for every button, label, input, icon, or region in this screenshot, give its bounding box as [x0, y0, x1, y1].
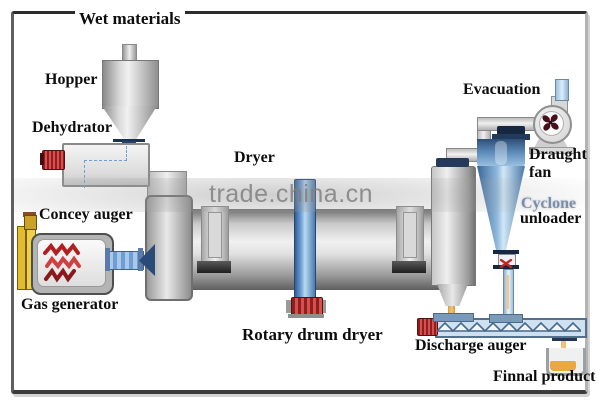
airlock-bottom-plate	[493, 265, 519, 269]
cyclone-top-lip	[492, 134, 530, 140]
drop-pipe-stream	[506, 275, 509, 309]
product-container	[546, 348, 586, 376]
gas-generator-chimney	[24, 215, 37, 230]
drive-motor-bracket	[321, 300, 326, 313]
cyclone-top-cap	[497, 126, 525, 135]
label-concey-auger: Concey auger	[39, 206, 133, 223]
label-dehydrator: Dehydrator	[32, 119, 112, 136]
drum-discharge-housing	[431, 166, 476, 286]
cyclone-body	[477, 139, 525, 167]
falling-product-stream	[448, 295, 455, 317]
pipe-flange	[105, 248, 110, 271]
material-flow-dashed-line	[84, 160, 85, 188]
label-unloader: unloader	[520, 210, 582, 227]
watermark-band	[14, 178, 589, 212]
gas-generator-chimney-cap	[23, 212, 36, 217]
hopper-body	[102, 60, 159, 109]
auger-motor-icon	[417, 318, 438, 336]
auger-screw-icon	[435, 320, 583, 338]
fan-blades-icon	[540, 112, 561, 138]
housing-top-flange	[436, 158, 469, 167]
drive-motor-bracket	[286, 300, 291, 313]
dehydrator-motor-icon	[42, 150, 65, 170]
drum-support-right-base	[392, 261, 426, 273]
drop-pipe-flange	[489, 314, 523, 323]
drum-support-left-channel	[208, 212, 222, 258]
dehydrator-motor-cap	[40, 153, 44, 165]
label-hopper: Hopper	[45, 71, 98, 88]
material-flow-dashed-line	[126, 146, 127, 161]
funnel-flange	[433, 313, 474, 322]
label-discharge-auger: Discharge auger	[415, 337, 527, 354]
auger-outlet-flange	[552, 335, 577, 341]
material-flow-dashed-line	[84, 160, 127, 161]
drive-motor-base	[288, 314, 324, 318]
label-draught-fan: Draught fan	[529, 146, 587, 181]
diagram-frame	[11, 11, 588, 394]
hopper-valve-flange-icon	[113, 139, 145, 142]
fan-exhaust-pipe	[555, 79, 569, 101]
label-gas-generator: Gas generator	[21, 296, 119, 313]
label-cyclone: Cyclone	[521, 195, 577, 212]
drum-support-right-channel	[403, 212, 417, 258]
airlock-rotor-icon	[499, 255, 513, 273]
label-rotary-drum-dryer: Rotary drum dryer	[242, 325, 383, 344]
drum-support-left-base	[197, 261, 231, 273]
label-wet-materials: Wet materials	[75, 9, 185, 29]
airlock-top-plate	[493, 250, 519, 254]
label-evacuation: Evacuation	[463, 81, 541, 98]
label-dryer: Dryer	[234, 149, 275, 166]
label-finnal-product: Finnal product	[493, 368, 596, 385]
flame-icon	[41, 241, 85, 290]
gas-generator-grate-bar	[17, 226, 26, 290]
discharge-funnel	[437, 284, 468, 306]
watermark-text: trade.china.cn	[209, 180, 374, 208]
cyclone-highlight	[495, 141, 507, 165]
fan-foot	[529, 147, 575, 154]
product-in-container	[550, 361, 576, 371]
